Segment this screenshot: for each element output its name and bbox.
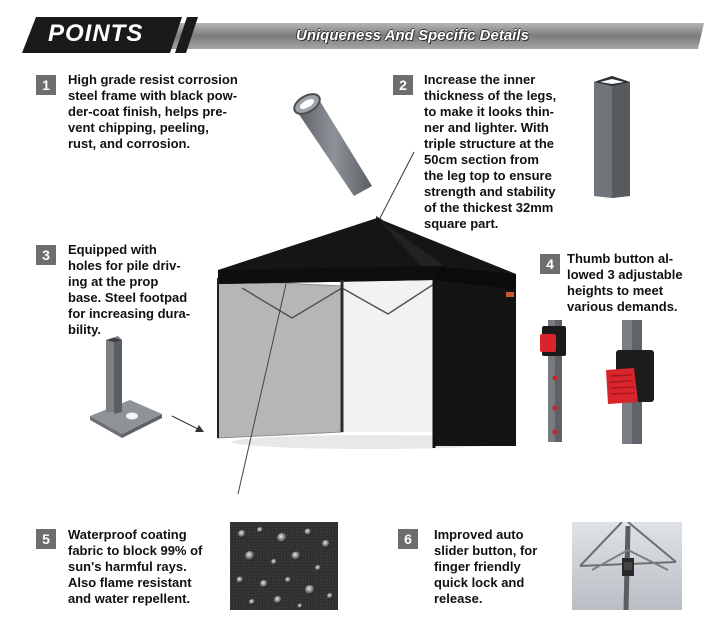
point-3-text: Equipped with holes for pile driv- ing a… — [68, 242, 191, 337]
point-5-text: Waterproof coating fabric to block 99% o… — [68, 527, 203, 606]
slider-button-image — [572, 522, 682, 610]
canopy-tent-image — [217, 218, 516, 449]
point-1-text: High grade resist corrosion steel frame … — [68, 72, 238, 151]
arrow-point-3 — [171, 415, 204, 432]
thumb-button-small-image — [540, 320, 566, 442]
point-6-text: Improved auto slider button, for finger … — [434, 527, 538, 606]
point-5-badge: 5 — [36, 529, 56, 549]
point-3-badge: 3 — [36, 245, 56, 265]
page-subtitle: Uniqueness And Specific Details — [296, 27, 529, 44]
pointer-line-point-5 — [237, 283, 287, 495]
banner-graphic — [22, 17, 704, 53]
point-4-text: Thumb button al- lowed 3 adjustable heig… — [567, 251, 683, 314]
thumb-button-large-image — [606, 320, 654, 444]
square-leg-image — [594, 76, 630, 198]
footpad-image — [90, 336, 162, 438]
point-2-text: Increase the inner thickness of the legs… — [424, 72, 557, 231]
point-6-badge: 6 — [398, 529, 418, 549]
page-title: POINTS — [48, 20, 144, 47]
oval-tube-image — [293, 93, 372, 196]
point-1-badge: 1 — [36, 75, 56, 95]
fabric-swatch-image — [230, 522, 338, 610]
point-4-badge: 4 — [540, 254, 560, 274]
point-2-badge: 2 — [393, 75, 413, 95]
header-banner — [22, 17, 704, 53]
